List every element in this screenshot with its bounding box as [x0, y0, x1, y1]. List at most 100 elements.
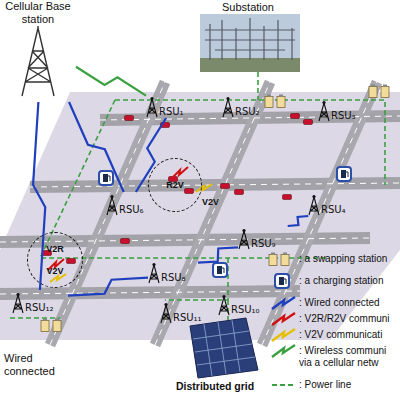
wired-link	[288, 216, 309, 226]
road	[155, 82, 270, 345]
swapping-station-icon	[265, 95, 285, 108]
annotation-label: Substation	[222, 1, 274, 14]
roadside-unit: RSU₆	[106, 192, 156, 216]
roadside-unit: RSU₃	[318, 98, 368, 122]
legend-entry: : V2R/R2V communi	[299, 313, 400, 325]
communication-range: R2V	[148, 158, 202, 212]
communication-range: V2RV2V	[27, 232, 83, 288]
rsu-antenna-icon	[148, 262, 160, 284]
roadside-unit: RSU₂	[222, 94, 272, 118]
rsu-antenna	[239, 231, 249, 249]
vehicle	[283, 195, 292, 200]
legend-wired-sample	[272, 297, 295, 309]
roadside-unit: RSU₄	[308, 192, 358, 216]
rsu-antenna	[147, 99, 157, 117]
vehicle	[304, 120, 313, 125]
roadside-unit: RSU₁₂	[12, 290, 68, 314]
v2v-signal	[196, 184, 212, 192]
road	[50, 82, 165, 345]
rsu-antenna-tip	[16, 293, 19, 296]
roadside-unit: RSU₁	[146, 94, 196, 118]
lane-marking	[30, 183, 400, 187]
roadside-unit: RSU₁₀	[218, 292, 268, 316]
legend-text: : Wired connected	[299, 297, 380, 308]
vehicle	[121, 239, 130, 244]
rsu-antenna	[13, 295, 23, 313]
vehicle	[125, 116, 134, 121]
rsu-antenna-icon	[160, 302, 172, 324]
rsu-label: RSU₁₀	[231, 304, 260, 316]
substation-structure	[205, 18, 295, 60]
legend-entry: : a charging station	[299, 275, 400, 287]
rsu-label: RSU₄	[321, 204, 346, 216]
rsu-antenna-icon	[318, 100, 330, 122]
road	[0, 291, 300, 294]
legend-entry: : Wireless communi via a cellular netw	[299, 345, 400, 369]
r2v-signal	[172, 167, 188, 178]
solar-panel	[190, 318, 258, 378]
rsu-label: RSU₉	[251, 238, 276, 250]
rsu-antenna-icon	[238, 228, 250, 250]
charging-station-icon	[213, 263, 227, 277]
rsu-antenna	[107, 197, 117, 215]
substation-sky	[200, 14, 300, 60]
road	[30, 183, 400, 187]
annotation-label: Distributed grid	[176, 380, 254, 393]
rsu-label: RSU₆	[119, 204, 144, 216]
roadside-unit: RSU₁₁	[160, 300, 210, 324]
legend-text: : Power line	[299, 379, 351, 390]
legend-text: : a charging station	[299, 275, 384, 286]
legend-v2v-sample	[272, 329, 295, 341]
rsu-antenna	[319, 103, 329, 121]
wired-link	[198, 247, 238, 262]
rsu-antenna-icon	[218, 294, 230, 316]
rsu-antenna-tip	[312, 195, 315, 198]
rsu-antenna-icon	[12, 292, 24, 314]
wired-link	[33, 102, 45, 290]
wired-link	[68, 278, 148, 296]
rsu-antenna	[223, 99, 233, 117]
rsu-antenna-tip	[164, 303, 167, 306]
rsu-label: RSU₃	[331, 110, 356, 122]
rsu-antenna-tip	[222, 295, 225, 298]
base-station-tower	[18, 26, 58, 98]
legend-cellular-sample	[272, 345, 295, 357]
base-station: Cellular Base station	[0, 0, 76, 102]
rsu-label: RSU₁₂	[25, 302, 54, 314]
legend-swapping-icon	[269, 253, 289, 266]
legend-text: : a swapping station	[299, 253, 387, 264]
power-line	[10, 72, 385, 322]
legend-text: : V2V communicati	[299, 329, 382, 340]
legend-text: : V2R/R2V communi	[299, 313, 390, 324]
charging-station-icon	[337, 167, 351, 181]
wired-link	[69, 102, 124, 192]
legend-entry: : Wired connected	[299, 297, 400, 309]
rsu-antenna-icon	[146, 96, 158, 118]
rsu-antenna-icon	[222, 96, 234, 118]
roadside-unit: RSU₈	[148, 260, 198, 284]
rsu-antenna-tip	[322, 101, 325, 104]
rsu-antenna-tip	[226, 97, 229, 100]
lane-marking	[0, 238, 370, 242]
swapping-station-icon	[41, 319, 61, 332]
link-type-label: R2V	[166, 180, 184, 190]
rsu-label: RSU₁	[159, 106, 184, 118]
rsu-antenna	[161, 305, 171, 323]
vehicle	[185, 189, 194, 194]
legend-power-sample	[272, 384, 296, 386]
vehicle	[235, 190, 244, 195]
rsu-antenna	[149, 265, 159, 283]
cellular-link	[76, 67, 146, 96]
annotation-label: Wired connected	[4, 352, 66, 378]
rsu-label: RSU₁₁	[173, 312, 202, 324]
link-type-label: V2R	[46, 244, 64, 254]
rsu-antenna-tip	[110, 195, 113, 198]
wired-link	[136, 118, 166, 192]
rsu-label: RSU₂	[235, 106, 260, 118]
vehicle	[221, 184, 230, 189]
